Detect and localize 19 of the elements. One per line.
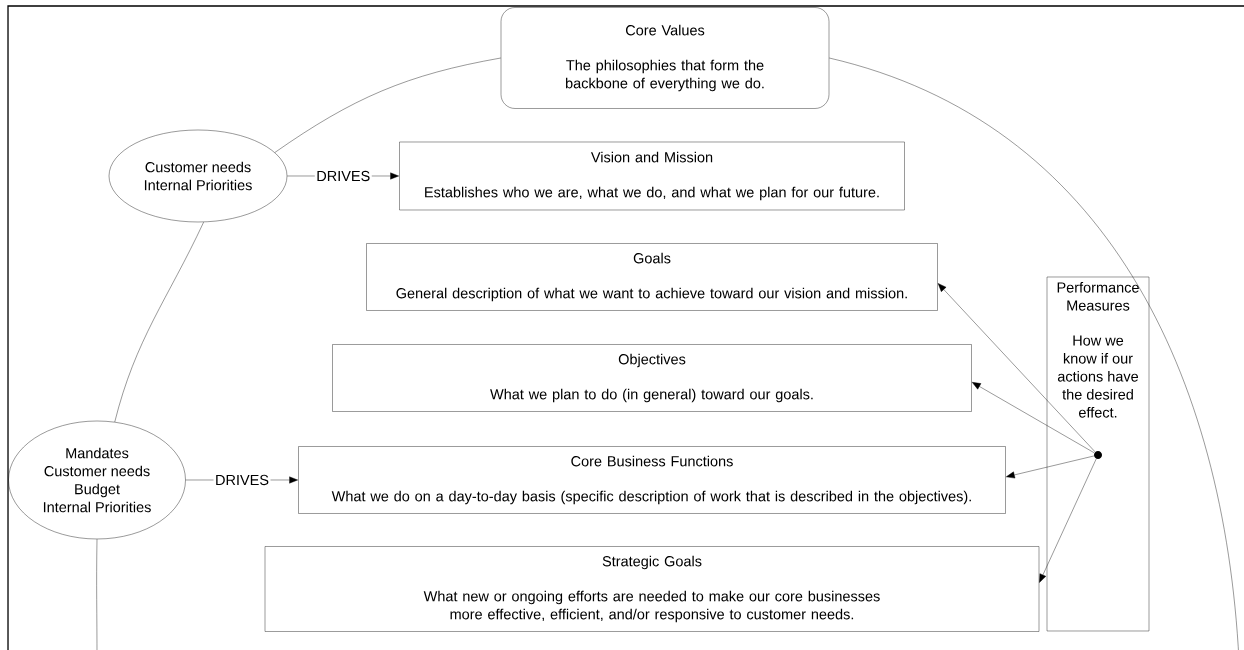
process-box: Goals General description of what we want to achieve toward our vision and mission.: [366, 243, 938, 311]
process-box: Performance Measures How we know if our actions have the desired effect.: [1046, 276, 1150, 632]
arrow: [1006, 455, 1095, 479]
rounded-box: Core Values The philosophies that form the backbone of everything we do.: [500, 7, 830, 109]
ellipse-node: Customer needs Internal Priorities: [108, 129, 288, 223]
connecting-arc: [96, 539, 98, 650]
edge-label: DRIVES: [314, 169, 372, 183]
connecting-arc: [274, 57, 501, 153]
connecting-arc: [114, 221, 204, 423]
edge-label: DRIVES: [213, 473, 271, 487]
arrow: [1039, 458, 1097, 583]
ellipse-node: Mandates Customer needs Budget Internal Priorities: [8, 420, 186, 540]
process-box: Strategic Goals What new or ongoing efforts are needed to make our core businesses more effective, efficient, and/or responsive to customer needs.: [264, 546, 1040, 632]
connecting-arc: [829, 57, 1240, 650]
process-box: Core Business Functions What we do on a day-to-day basis (specific description of work that is described in the objectives).: [298, 446, 1006, 514]
arrow: [971, 382, 1095, 454]
process-box: Objectives What we plan to do (in general) toward our goals.: [332, 344, 972, 412]
arrow: [937, 283, 1096, 453]
process-box: Vision and Mission Establishes who we are, what we do, and what we plan for our future.: [399, 141, 905, 211]
